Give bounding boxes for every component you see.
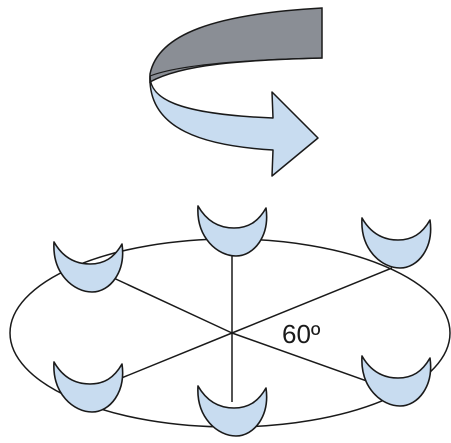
cup-lower-right-icon bbox=[362, 356, 431, 406]
cup-upper-left-icon bbox=[54, 242, 123, 292]
cup-top-icon bbox=[198, 206, 267, 256]
angle-label: 60º bbox=[282, 319, 321, 349]
spokes bbox=[92, 236, 392, 402]
rotation-arrow-icon bbox=[150, 8, 322, 176]
rotation-arrow-front-face bbox=[150, 76, 318, 176]
crescent-cup-shape bbox=[362, 356, 431, 406]
cup-lower-left-icon bbox=[54, 362, 123, 412]
rotation-arrow-back-face bbox=[150, 8, 322, 82]
cups-group bbox=[54, 206, 431, 436]
crescent-cup-shape bbox=[54, 242, 123, 292]
crescent-cup-shape bbox=[198, 206, 267, 256]
crescent-cup-shape bbox=[54, 362, 123, 412]
